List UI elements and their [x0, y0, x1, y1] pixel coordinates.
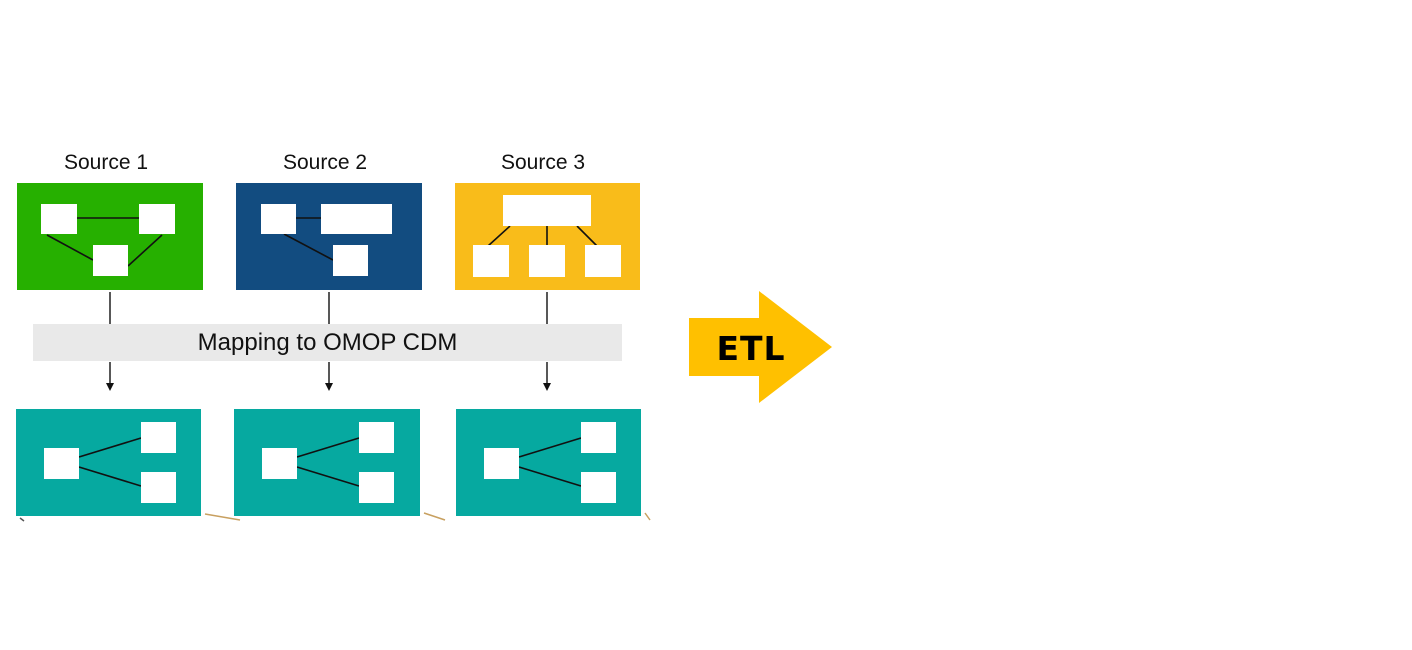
cdm-box-2: [234, 409, 420, 516]
etl-arrow-icon: [689, 291, 832, 403]
source-2-box: [236, 183, 422, 290]
cropped-connectors: [19, 512, 651, 522]
mapping-arrows: [106, 362, 551, 391]
mapping-bar: Mapping to OMOP CDM: [33, 324, 622, 361]
source-3-label: Source 3: [501, 151, 586, 174]
source-1-label: Source 1: [64, 151, 149, 174]
source-1-box: [17, 183, 203, 290]
source-2-label: Source 2: [283, 151, 368, 174]
source-connectors: [109, 292, 548, 324]
cdm-box-1: [16, 409, 201, 516]
etl-label: ETL: [716, 328, 786, 368]
source-3-box: [455, 183, 640, 290]
mapping-label: Mapping to OMOP CDM: [197, 328, 458, 356]
cdm-box-3: [456, 409, 641, 516]
